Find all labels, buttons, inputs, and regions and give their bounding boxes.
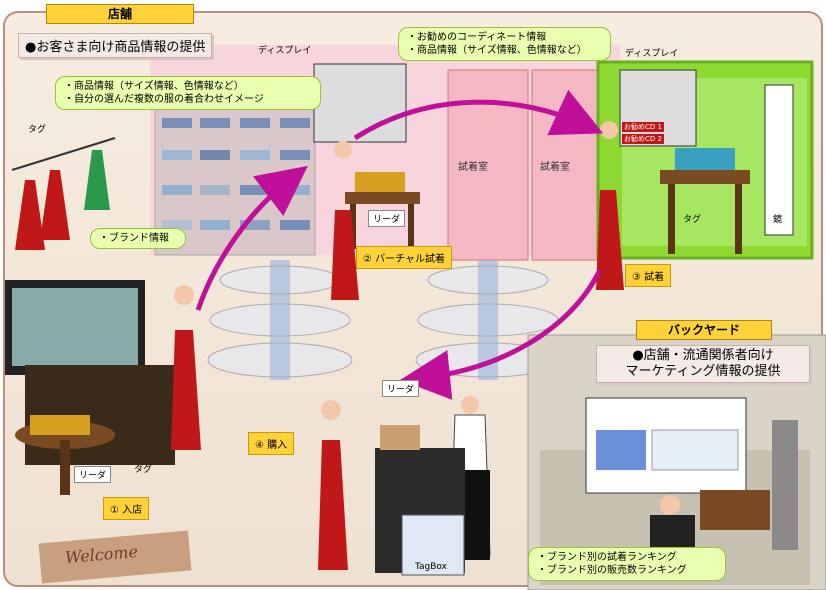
recommend-line2: ・商品情報（サイズ情報、色情報など）	[407, 45, 587, 56]
marketing-title-line2: マーケティング情報の提供	[625, 364, 781, 379]
step-virtual-fitting: ② バーチャル試着	[356, 246, 453, 269]
reader-virtual: リーダ	[368, 210, 406, 227]
tag-label-entrance: タグ	[134, 465, 153, 475]
display-label-virtual: ディスプレイ	[258, 46, 312, 56]
store-section-tab: 店舗	[46, 4, 194, 24]
ranking-bubble: ・ブランド別の試着ランキング ・ブランド別の販売数ランキング	[528, 547, 726, 581]
product-info-line1: ・商品情報（サイズ情報、色情報など）	[64, 81, 244, 92]
fitting-table	[660, 148, 750, 254]
step-enter: ① 入店	[103, 497, 150, 520]
reader-table-1	[345, 172, 420, 249]
step-purchase: ④ 購入	[248, 432, 295, 455]
arrow-to-virtual	[195, 165, 308, 311]
reader-register: リーダ	[382, 380, 420, 397]
mirror-label: 鏡	[773, 215, 783, 225]
tagbox-label: TagBox	[415, 562, 447, 572]
backyard-section-tab: バックヤード	[636, 320, 772, 340]
recommend-line1: ・お勧めのコーディネート情報	[407, 32, 547, 43]
recommend-cd-1: お勧めCD 1	[622, 122, 664, 132]
fitting-room-2: 試着室	[540, 162, 570, 173]
brand-info-bubble: ・ブランド情報	[90, 228, 186, 249]
customer-info-title: ●お客さま向け商品情報の提供	[18, 33, 213, 58]
mirror	[764, 84, 794, 236]
tag-box	[401, 514, 465, 576]
reader-entrance: リーダ	[74, 466, 112, 483]
hanging-dresses	[15, 170, 70, 250]
ranking-line1: ・ブランド別の試着ランキング	[537, 552, 677, 563]
product-info-bubble: ・商品情報（サイズ情報、色情報など） ・自分の選んだ複数の服の着合わせイメージ	[55, 76, 321, 110]
step-fitting: ③ 試着	[625, 264, 672, 287]
backyard-monitor	[585, 397, 747, 494]
display-panel-virtual	[313, 63, 407, 143]
welcome-mat	[38, 530, 192, 584]
display-label-fitting: ディスプレイ	[625, 49, 679, 59]
product-info-line2: ・自分の選んだ複数の服の着合わせイメージ	[64, 94, 264, 105]
recommend-bubble: ・お勧めのコーディネート情報 ・商品情報（サイズ情報、色情報など）	[398, 27, 611, 61]
green-dress	[84, 150, 110, 210]
filing-cabinet	[772, 420, 798, 550]
tag-label-fitting: タグ	[683, 215, 702, 225]
marketing-title-line1: ●店舗・流通関係者向け	[632, 348, 774, 363]
shopper-figures	[171, 190, 624, 570]
display-panel-fitting	[619, 69, 697, 147]
fitting-room-1: 試着室	[458, 162, 488, 173]
ranking-line2: ・ブランド別の販売数ランキング	[537, 565, 687, 576]
recommend-cd-2: お勧めCD 2	[622, 134, 664, 144]
shopper-heads	[174, 121, 618, 420]
entrance-table	[15, 415, 115, 495]
marketing-info-title: ●店舗・流通関係者向け マーケティング情報の提供	[596, 345, 810, 383]
arrow-to-fitting	[353, 89, 604, 141]
arrow-to-purchase	[400, 268, 603, 400]
clothing-rack-center	[207, 260, 353, 380]
tag-label-dresses: タグ	[28, 125, 47, 135]
